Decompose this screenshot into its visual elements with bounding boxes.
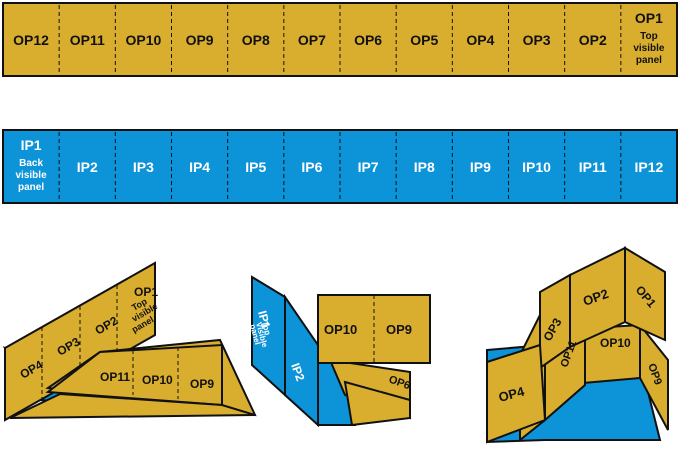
panel-label-op10: OP10 xyxy=(126,32,162,48)
right-label-op4: OP4 xyxy=(497,383,527,404)
mid-lower-panel xyxy=(343,380,411,427)
panel-label-ip9: IP9 xyxy=(470,159,491,175)
folded-view-middle: IP1 Top Visible panel IP2 OP10 OP9 OP6 xyxy=(248,275,431,428)
folded-view-right: OP4 OP3 OP2 OP1 OP11 OP10 OP9 xyxy=(486,246,669,444)
panel-label-ip8: IP8 xyxy=(414,159,435,175)
left-label-op10: OP10 xyxy=(142,373,173,387)
right-op4-panel xyxy=(486,343,547,444)
right-op3-upper xyxy=(539,273,571,370)
panel-label-op4: OP4 xyxy=(466,32,494,48)
mid-label-ip2: IP2 xyxy=(288,361,307,383)
panel-label-op12: OP12 xyxy=(13,32,49,48)
panel-label-ip11: IP11 xyxy=(579,159,607,175)
left-base-flap xyxy=(9,392,256,419)
right-op9-panel xyxy=(639,322,669,431)
inside-note-line2: visible xyxy=(16,170,48,181)
panel-label-ip2: IP2 xyxy=(77,159,98,175)
folded-view-left: OP4 OP3 OP2 OP1 Top visible panel OP11 O… xyxy=(2,261,257,422)
panel-label-ip7: IP7 xyxy=(358,159,379,175)
panel-label-ip3: IP3 xyxy=(133,159,154,175)
right-label-op10: OP10 xyxy=(600,336,631,350)
mid-note-line1: Top xyxy=(260,320,272,336)
panel-label-op2: OP2 xyxy=(579,32,607,48)
mid-label-op10: OP10 xyxy=(324,322,357,337)
panel-label-op3: OP3 xyxy=(523,32,551,48)
left-label-op11: OP11 xyxy=(100,370,130,384)
panel-label-op5: OP5 xyxy=(410,32,438,48)
panel-label-ip1: IP1 xyxy=(21,137,42,153)
left-label-op9: OP9 xyxy=(190,377,214,391)
right-op1-panel xyxy=(624,246,666,342)
inside-note-line1: Back xyxy=(19,158,43,169)
outside-note-line2: visible xyxy=(633,43,665,54)
outside-strip: OP12 OP11 OP10 OP9 OP8 OP7 OP6 OP5 OP4 OP3 OP2 OP1T… xyxy=(2,2,678,77)
panel-label-ip4: IP4 xyxy=(189,159,210,175)
panel-label-op7: OP7 xyxy=(298,32,326,48)
panel-label-op6: OP6 xyxy=(354,32,382,48)
panel-label-op9: OP9 xyxy=(186,32,214,48)
panel-label-ip6: IP6 xyxy=(301,159,322,175)
inside-note-line3: panel xyxy=(18,182,44,193)
panel-label-ip10: IP10 xyxy=(522,159,551,175)
panel-label-ip12: IP12 xyxy=(635,159,664,175)
panel-label-op11: OP11 xyxy=(70,32,105,48)
outside-note-line3: panel xyxy=(636,55,662,66)
outside-note-line1: Top xyxy=(640,31,658,42)
panel-label-op8: OP8 xyxy=(242,32,270,48)
mid-label-op9: OP9 xyxy=(386,322,412,337)
panel-label-ip5: IP5 xyxy=(245,159,266,175)
left-label-op1: OP1 xyxy=(134,285,158,299)
panel-label-op1: OP1 xyxy=(635,10,663,26)
mid-label-ip1: IP1 xyxy=(255,309,273,330)
